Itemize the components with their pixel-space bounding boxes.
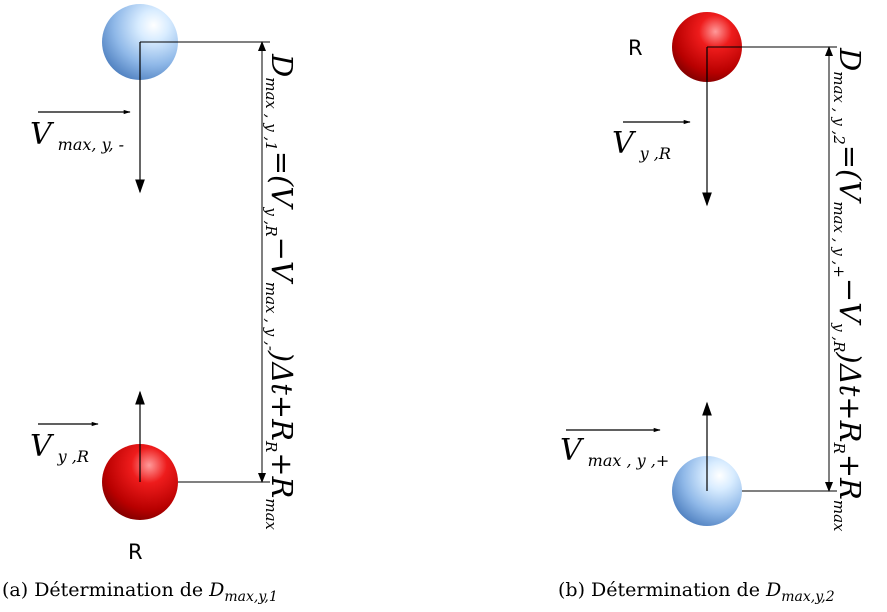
svg-text:Vmax , y ,+: Vmax , y ,+ xyxy=(560,433,669,470)
vector-symbol: V xyxy=(30,117,55,152)
distance-formula: Dmax , y ,2=(Vmax , y ,+−Vy ,R)Δt+RR+Rma… xyxy=(830,47,867,532)
svg-text:Vmax, y, -: Vmax, y, - xyxy=(30,117,124,154)
sphere-label-r: R xyxy=(128,540,143,564)
vector-symbol: V xyxy=(30,429,55,464)
vector-symbol: V xyxy=(612,126,637,161)
vector-subscript: y ,R xyxy=(639,144,671,163)
distance-formula: Dmax , y ,1=(Vy ,R−Vmax , y ,-)Δt+RR+Rma… xyxy=(262,53,299,531)
sphere-label-r: R xyxy=(628,36,643,60)
vector-symbol: V xyxy=(560,433,585,468)
caption-a: (a) Détermination de Dmax,y,1 xyxy=(2,579,278,605)
svg-text:Vy ,R: Vy ,R xyxy=(30,429,89,466)
svg-text:Vy ,R: Vy ,R xyxy=(612,126,671,163)
vector-subscript: y ,R xyxy=(57,447,89,466)
caption-b: (b) Détermination de Dmax,y,2 xyxy=(558,579,835,605)
vector-subscript: max , y ,+ xyxy=(588,451,670,470)
vector-subscript: max, y, - xyxy=(58,135,124,154)
